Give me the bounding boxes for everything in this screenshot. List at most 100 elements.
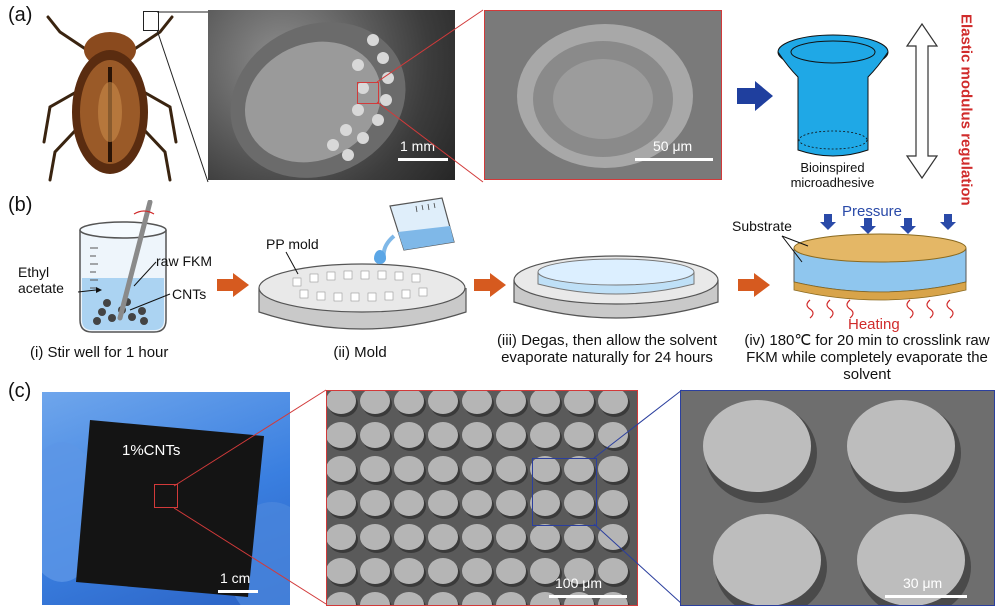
process-arrow-1-icon [217,273,249,297]
pillar [360,422,390,448]
pillar [394,490,424,516]
sample-photo: 1%CNTs 1 cm [42,392,290,605]
scale-label-30um: 30 μm [903,575,943,591]
pillar [394,592,424,605]
pillar [598,490,628,516]
pillar [428,422,458,448]
elastic-modulus-label-wrap: Elastic modulus regulation [946,14,986,206]
pillar [462,456,492,482]
pillar [462,422,492,448]
raw-fkm-label: raw FKM [156,253,212,269]
elastic-modulus-label: Elastic modulus regulation [957,14,975,206]
pillar [598,558,628,584]
pillar [327,422,356,448]
pillar [530,524,560,550]
pillar [428,524,458,550]
pillar [327,524,356,550]
pp-mold-icon [258,263,467,330]
drop-icon [374,250,386,264]
pillar [428,456,458,482]
red-connector-lines-c [173,389,327,605]
beaker-label-arrows [77,261,171,311]
pillar [530,558,560,584]
pillar [360,592,390,605]
scale-bar-30um [885,595,967,598]
pp-mold-pointer [285,251,299,275]
pillar [360,558,390,584]
pillar [530,456,560,482]
pillar [530,490,560,516]
array-zoom-box-blue [532,458,597,526]
pillar [327,558,356,584]
pillar [428,558,458,584]
substrate-label: Substrate [732,218,792,234]
pressure-label: Pressure [842,203,903,220]
scale-bar-1cm [218,590,258,593]
pillar [564,456,594,482]
panel-c-label: (c) [8,380,32,402]
step-ii-caption: (ii) Mold [333,344,387,361]
pillar [496,422,526,448]
sem-pillar-array-image: 100 μm [326,390,638,606]
beetle-photo [42,15,178,182]
step-iii-caption: (iii) Degas, then allow the solvent evap… [496,332,718,366]
pillar [496,558,526,584]
pillar [327,391,356,414]
press-setup-icon [793,214,967,301]
scale-bar-100um [549,595,627,598]
arrow-right-icon [737,81,773,111]
pillar [564,490,594,516]
sem-single-pad-image: 50 μm [484,10,722,180]
heating-label: Heating [848,316,900,333]
pillar [462,391,492,414]
sem-pillar-zoom-image: 30 μm [680,390,995,606]
scale-bar-50um [635,158,713,161]
pillar [598,391,628,414]
sample-zoom-box-red [154,484,178,508]
pillar [564,422,594,448]
panel-a-label: (a) [8,4,33,26]
pillar [428,391,458,414]
scale-label-100um: 100 μm [555,575,602,591]
pillar [462,558,492,584]
pillar [327,592,356,605]
pillar [564,391,594,414]
scale-label-1mm: 1 mm [400,138,435,154]
pillar [394,558,424,584]
pillar [530,422,560,448]
sem-zoom-box-red [357,82,379,104]
ethyl-acetate-label: Ethyl acetate [18,264,64,296]
pillar [428,490,458,516]
step-i-caption: (i) Stir well for 1 hour [30,344,169,361]
pillar [327,456,356,482]
pillar [360,490,390,516]
heating-waves-icon [806,299,954,319]
red-connector-lines [376,9,484,183]
pillar [496,456,526,482]
double-arrow-icon [905,22,939,180]
microadhesive-caption: Bioinspired microadhesive [790,160,875,190]
scale-bar-1mm [398,158,448,161]
pillar [564,558,594,584]
panel-b-label: (b) [8,194,33,216]
pillar [598,456,628,482]
pillar [598,422,628,448]
pillar [496,490,526,516]
pillar [496,592,526,605]
beaker-icon [79,200,167,333]
step-iv-caption: (iv) 180℃ for 20 min to crosslink raw FK… [744,332,990,383]
beetle-zoom-box [143,11,159,31]
blue-connector-lines [593,389,683,605]
pp-mold-label: PP mold [266,236,319,252]
pillar [428,592,458,605]
pillar [360,524,390,550]
pillar [564,524,594,550]
scale-label-1cm: 1 cm [220,570,251,586]
sem-foot-pad-image: 1 mm [208,10,455,180]
pouring-cup-icon [381,197,455,259]
sample-label: 1%CNTs [122,442,181,459]
microadhesive-cup-icon [777,34,889,157]
cnts-label: CNTs [172,286,207,302]
pillar [462,592,492,605]
pillar [496,524,526,550]
